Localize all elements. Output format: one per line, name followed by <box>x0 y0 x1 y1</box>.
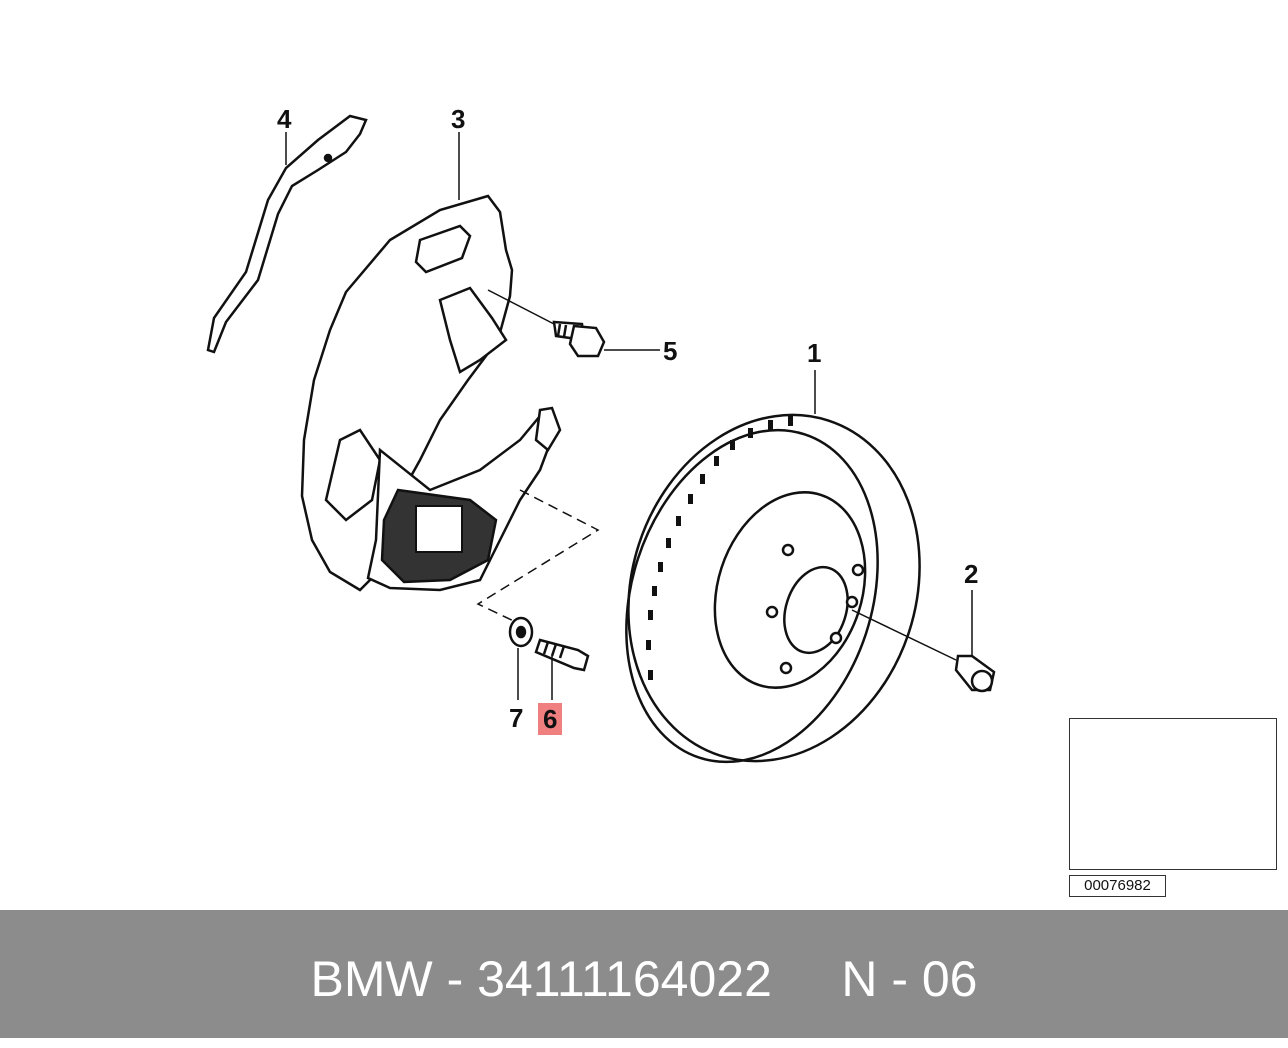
reference-code: 00076982 <box>1069 875 1166 897</box>
part-3-splash-shield <box>300 194 562 592</box>
reference-inset <box>1069 718 1277 870</box>
callout-1: 1 <box>807 338 822 368</box>
disc-vent-holes <box>646 416 793 680</box>
part-7-washer <box>508 616 534 648</box>
part-1-brake-disc <box>625 413 921 764</box>
callout-3: 3 <box>451 104 466 134</box>
callout-4: 4 <box>277 104 292 134</box>
parts-diagram: 4 3 5 1 2 7 6 00076982 <box>206 104 1277 897</box>
callout-7: 7 <box>509 703 524 733</box>
callout-5: 5 <box>663 336 678 366</box>
part-number-caption: BMW - 34111164022 N - 06 <box>310 951 978 1007</box>
part-6-stud <box>534 638 590 672</box>
part-4-bracket <box>206 114 368 354</box>
callout-2: 2 <box>964 559 979 589</box>
part-2-screw <box>954 654 996 693</box>
callout-6-highlighted: 6 <box>538 703 563 735</box>
part-5-bolt <box>552 320 606 358</box>
footer-bar: BMW - 34111164022 N - 06 <box>0 910 1288 1038</box>
brake-assembly-drawing <box>206 114 1273 861</box>
